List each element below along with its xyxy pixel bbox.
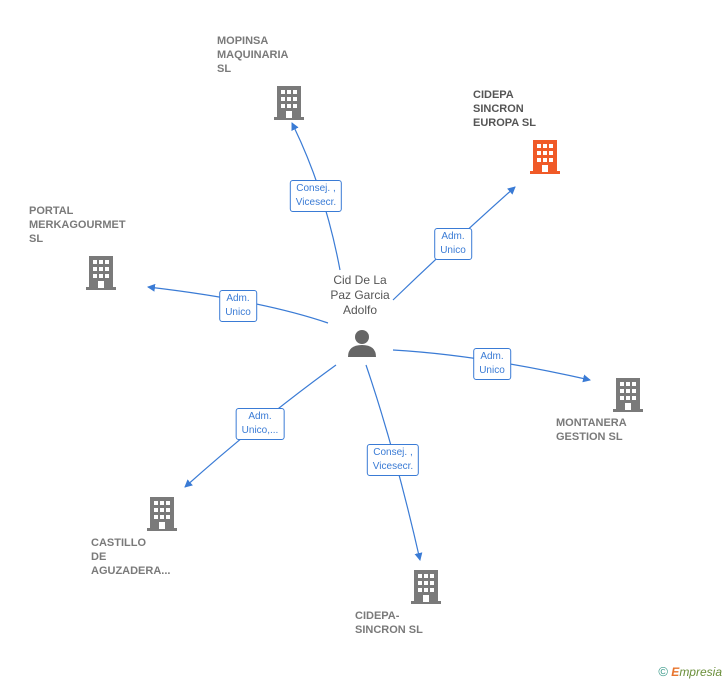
company-name[interactable]: MOPINSA MAQUINARIA SL — [217, 35, 289, 75]
building-icon — [147, 497, 177, 531]
relation-label-portal[interactable]: Adm. Unico — [219, 290, 257, 322]
relation-label-castillo[interactable]: Adm. Unico,... — [235, 408, 285, 440]
brand-logo-text: mpresia — [679, 665, 722, 679]
person-name[interactable]: Cid De La Paz Garcia Adolfo — [330, 273, 390, 317]
company-name[interactable]: CIDEPA SINCRON EUROPA SL — [473, 89, 536, 129]
footer-branding: © Empresia — [658, 664, 722, 679]
person-icon — [348, 330, 376, 357]
relation-label-mopinsa[interactable]: Consej. , Vicesecr. — [289, 180, 343, 212]
company-name[interactable]: CIDEPA- SINCRON SL — [355, 610, 423, 636]
relation-label-cidepa-sincron[interactable]: Consej. , Vicesecr. — [366, 444, 420, 476]
company-name[interactable]: CASTILLO DE AGUZADERA... — [91, 537, 171, 577]
brand-logo-initial: E — [671, 665, 680, 679]
company-name[interactable]: PORTAL MERKAGOURMET SL — [29, 205, 126, 245]
building-icon — [274, 86, 304, 120]
building-icon — [411, 570, 441, 604]
copyright-symbol: © — [658, 664, 668, 679]
building-icon — [86, 256, 116, 290]
company-name[interactable]: MONTANERA GESTION SL — [556, 417, 627, 443]
relation-label-montanera[interactable]: Adm. Unico — [473, 348, 511, 380]
relation-label-cidepa-europa[interactable]: Adm. Unico — [434, 228, 472, 260]
building-icon — [530, 140, 560, 174]
building-icon — [613, 378, 643, 412]
